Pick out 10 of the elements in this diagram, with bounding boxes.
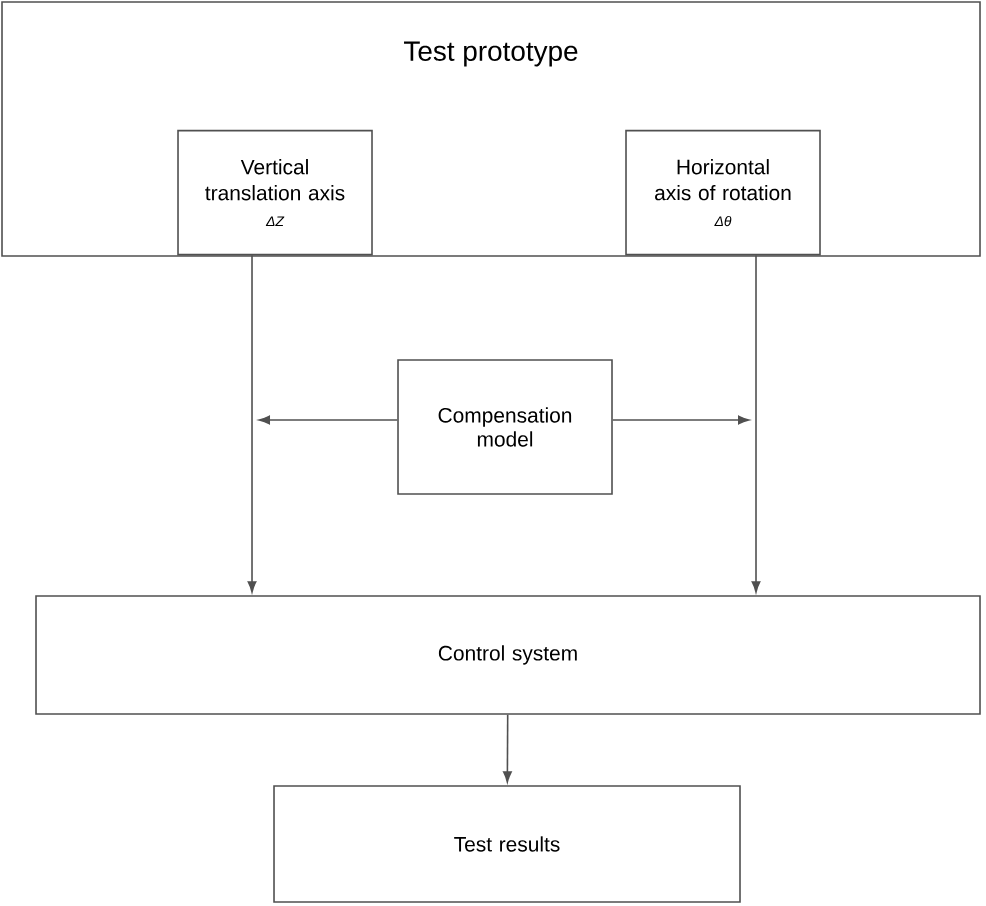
arrow	[502, 714, 512, 783]
arrow	[258, 415, 398, 425]
process-box: Compensation model	[397, 359, 613, 495]
arrow	[247, 254, 257, 593]
process-box: Test results	[273, 785, 741, 903]
heading: Test prototype	[404, 41, 578, 67]
container-box	[1, 1, 981, 257]
arrow	[751, 254, 761, 593]
process-box: Control system	[35, 595, 981, 715]
arrow	[612, 415, 750, 425]
